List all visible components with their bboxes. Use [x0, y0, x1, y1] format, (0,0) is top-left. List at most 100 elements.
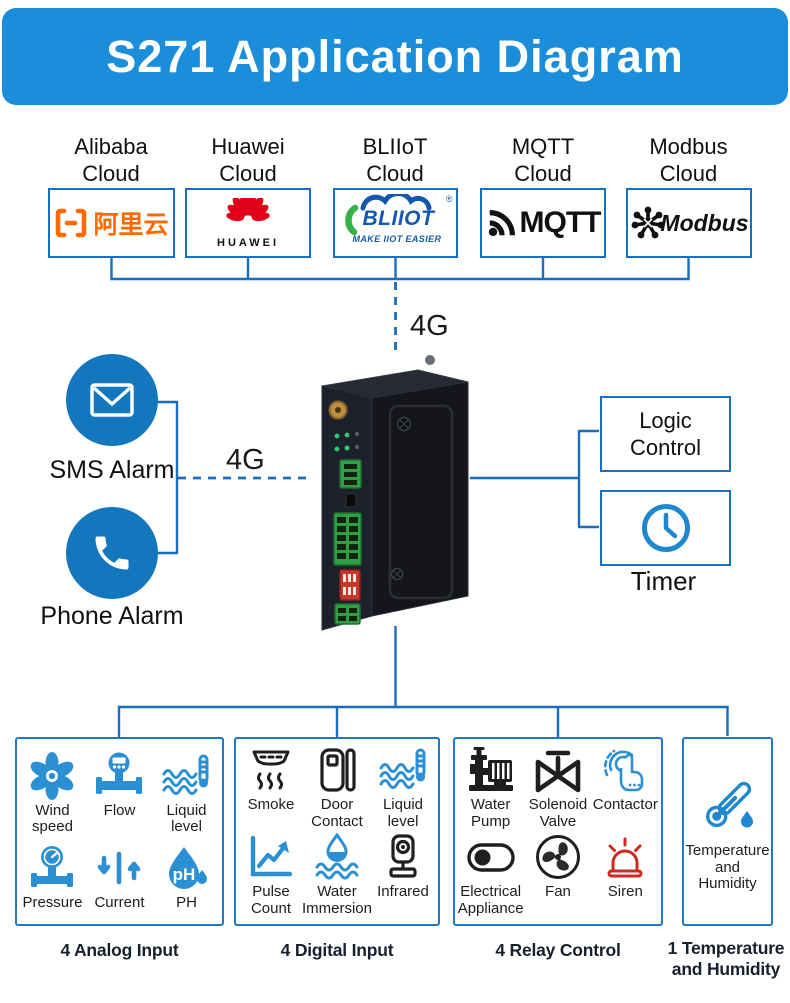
huawei-cloud-logo-box: HUAWEI — [185, 188, 311, 258]
cloud-label-bliiot: BLIIoT Cloud — [362, 134, 428, 186]
page-title: S271 Application Diagram — [106, 30, 684, 82]
solenoid-valve-icon — [533, 746, 583, 794]
logic-control-box: Logic Control — [600, 396, 731, 472]
siren-icon — [601, 833, 649, 881]
mqtt-logo-text: MQTT — [519, 206, 602, 239]
water-pump-icon — [466, 746, 516, 794]
huawei-logo-text: HUAWEI — [217, 236, 279, 249]
cloud-label-huawei: Huawei Cloud — [211, 134, 285, 186]
io-item-label: Door Contact — [311, 796, 363, 830]
svg-text:pH: pH — [173, 865, 196, 884]
current-icon — [95, 844, 143, 892]
wan-4g-label-left: 4G — [226, 444, 265, 476]
relay-control-caption: 4 Relay Control — [495, 940, 621, 960]
io-item-label: Current — [94, 894, 145, 911]
cloud-label-alibaba: Alibaba Cloud — [74, 134, 148, 186]
io-item-infrared: Infrared — [370, 833, 435, 901]
door-contact-icon — [313, 746, 361, 794]
bliiot-logo: BLIIOT MAKE IIOT EASIER ® — [337, 194, 455, 252]
io-item-ph: pH PH — [153, 844, 219, 912]
io-item-label: Water Pump — [470, 796, 511, 830]
s271-device-image — [321, 355, 469, 631]
wan-4g-label-top: 4G — [410, 310, 449, 342]
sms-alarm-label: SMS Alarm — [49, 456, 175, 484]
io-item-label: Temperature and Humidity — [685, 842, 770, 893]
logic-control-label: Logic Control — [630, 408, 701, 460]
io-item-label: Siren — [607, 883, 643, 900]
ph-drop-icon: pH — [162, 844, 210, 892]
digital-input-caption: 4 Digital Input — [280, 940, 394, 960]
smoke-detector-icon — [247, 746, 295, 794]
timer-label: Timer — [630, 566, 697, 596]
cloud-label-modbus: Modbus Cloud — [649, 134, 728, 186]
cloud-label-mqtt: MQTT Cloud — [511, 134, 575, 186]
io-item-label: Pulse Count — [250, 883, 291, 917]
io-item-label: Solenoid Valve — [528, 796, 588, 830]
temperature-humidity-box: Temperature and Humidity — [682, 737, 773, 926]
io-item-door-contact: Door Contact — [304, 746, 369, 830]
header-banner: S271 Application Diagram — [2, 8, 788, 105]
alibaba-cloud-logo-box: 阿里云 — [48, 188, 175, 258]
wind-speed-icon — [28, 751, 76, 800]
io-item-label: Infrared — [377, 883, 429, 900]
analog-input-caption: 4 Analog Input — [60, 940, 179, 960]
timer-box — [600, 490, 731, 566]
modbus-star-icon — [632, 206, 665, 239]
sms-alarm-badge — [66, 354, 158, 446]
io-item-label: Flow — [103, 801, 136, 819]
io-item-pulse-count: Pulse Count — [238, 833, 303, 917]
bliiot-cloud-logo-box: BLIIOT MAKE IIOT EASIER ® — [333, 188, 458, 258]
flow-meter-icon — [95, 752, 143, 800]
modbus-cloud-logo-box: Modbus — [626, 188, 752, 258]
mqtt-logo: MQTT — [486, 206, 601, 240]
temperature-humidity-icon — [696, 770, 760, 840]
io-item-fan: Fan — [525, 833, 592, 901]
relay-control-box: Water Pump Solenoid Valve — [453, 737, 663, 926]
io-item-label: PH — [176, 894, 197, 911]
io-item-label: Electrical Appliance — [457, 883, 524, 917]
alibaba-brackets-icon — [56, 208, 87, 238]
pressure-gauge-icon — [28, 844, 76, 892]
contactor-touch-icon — [601, 746, 649, 794]
mqtt-cloud-logo-box: MQTT — [480, 188, 606, 258]
io-item-solenoid-valve: Solenoid Valve — [525, 746, 592, 830]
fan-icon — [534, 833, 582, 881]
bliiot-logo-slogan: MAKE IIOT EASIER — [352, 234, 442, 244]
io-item-liquid-level-digital: Liquid level — [370, 746, 435, 830]
io-item-siren: Siren — [592, 833, 659, 901]
io-item-flow: Flow — [86, 752, 152, 820]
io-item-label: Pressure — [22, 894, 83, 911]
envelope-icon — [90, 383, 134, 417]
io-item-label: Contactor — [592, 796, 658, 813]
io-item-label: Wind speed — [32, 801, 73, 835]
io-item-label: Smoke — [247, 796, 295, 813]
clock-icon — [641, 504, 690, 552]
io-item-smoke: Smoke — [238, 746, 303, 814]
phone-alarm-badge — [66, 507, 158, 599]
io-item-wind-speed: Wind speed — [19, 751, 85, 836]
digital-input-box: Smoke Door Contact — [234, 737, 440, 926]
huawei-logo: HUAWEI — [217, 197, 279, 249]
io-item-contactor: Contactor — [592, 746, 659, 814]
phone-icon — [95, 536, 129, 570]
huawei-flower-icon — [226, 197, 270, 221]
registered-mark: ® — [445, 194, 453, 204]
io-item-water-immersion: Water Immersion — [301, 833, 372, 917]
modbus-logo: Modbus — [629, 204, 749, 242]
infrared-sensor-icon — [379, 833, 427, 881]
bliiot-logo-text: BLIIOT — [362, 207, 435, 230]
phone-alarm-label: Phone Alarm — [40, 602, 184, 630]
pulse-count-icon — [247, 833, 295, 881]
alibaba-logo-text: 阿里云 — [93, 211, 169, 239]
io-item-current: Current — [86, 844, 152, 912]
io-item-liquid-level-analog: Liquid level — [153, 752, 219, 836]
bliiot-cloud-icon — [344, 194, 431, 236]
io-item-temperature-humidity: Temperature and Humidity — [685, 770, 770, 893]
mqtt-signal-icon — [488, 210, 515, 237]
analog-input-box: Wind speed Flow — [15, 737, 224, 926]
io-item-label: Water Immersion — [301, 883, 372, 917]
io-item-pressure: Pressure — [19, 844, 85, 912]
alibaba-cloud-logo: 阿里云 — [54, 205, 169, 241]
